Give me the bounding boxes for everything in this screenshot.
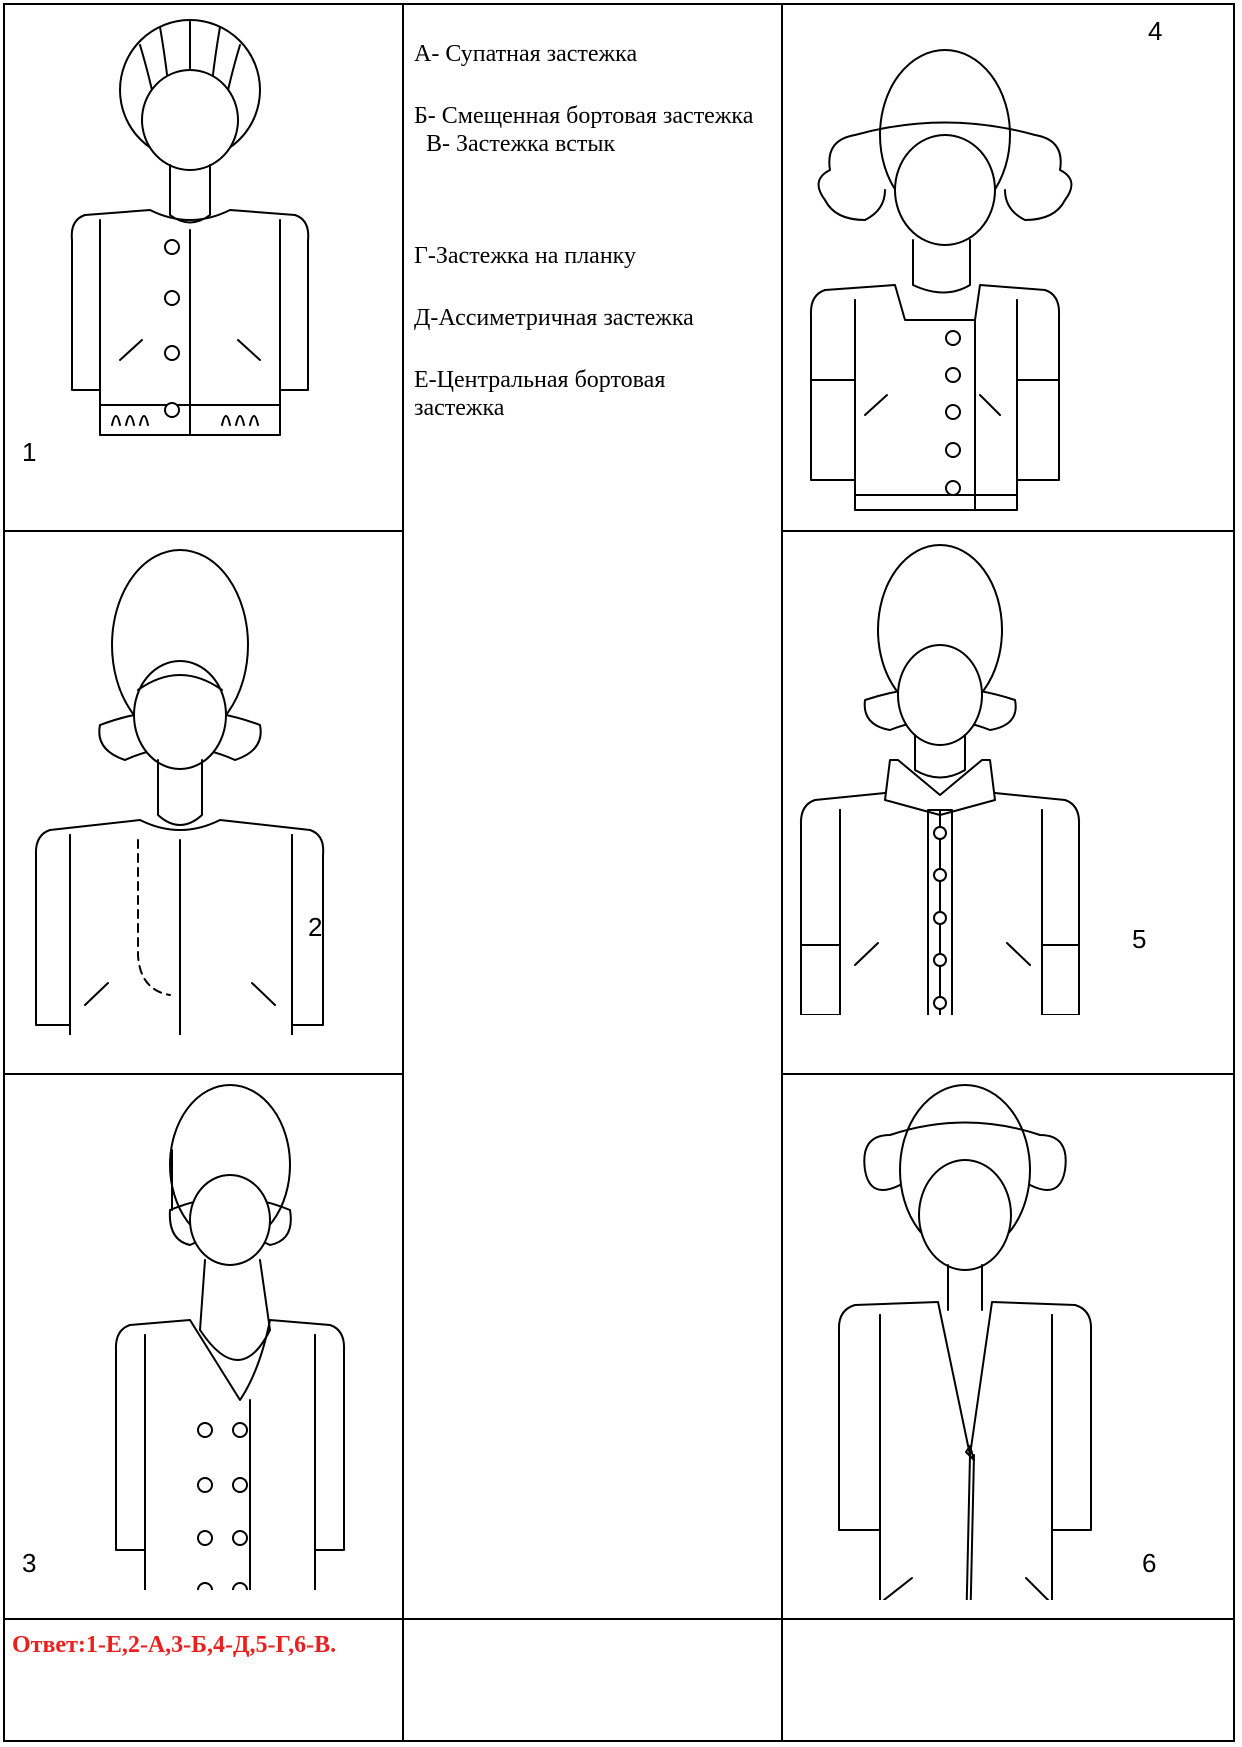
figure-1-number: 1 (22, 437, 36, 468)
table-border-bottom (3, 1740, 1235, 1742)
legend-item-e: Е-Центральная бортовая застежка (414, 366, 754, 422)
row-divider-left-1 (3, 530, 403, 532)
column-divider-1 (402, 3, 404, 1742)
row-divider-left-2 (3, 1073, 403, 1075)
closure-types-legend: А- Супатная застежка Б- Смещенная бортов… (414, 40, 754, 422)
legend-item-v: В- Застежка встык (426, 130, 754, 158)
figure-5-number: 5 (1132, 924, 1146, 955)
table-border-left (3, 3, 5, 1742)
legend-item-d: Д-Ассиметричная застежка (414, 304, 754, 332)
row-divider-right-1 (782, 530, 1235, 532)
column-divider-2 (781, 3, 783, 1742)
figure-3-number: 3 (22, 1548, 36, 1579)
figure-3-jacket (100, 1080, 360, 1590)
figure-1-jacket (60, 15, 310, 455)
figure-6-jacket (820, 1080, 1110, 1600)
figure-4-number: 4 (1148, 16, 1162, 47)
legend-item-b: Б- Смещенная бортовая застежка (414, 102, 754, 130)
figure-4-jacket (795, 40, 1085, 520)
table-border-top (3, 3, 1235, 5)
legend-item-a: А- Супатная застежка (414, 40, 754, 68)
figure-5-jacket (790, 535, 1090, 1015)
figure-2-number: 2 (308, 912, 322, 943)
figure-2-jacket (30, 535, 330, 1035)
answer-text: Ответ:1-Е,2-А,3-Б,4-Д,5-Г,6-В. (12, 1630, 402, 1660)
figure-6-number: 6 (1142, 1548, 1156, 1579)
legend-item-g: Г-Застежка на планку (414, 242, 754, 270)
table-border-right (1233, 3, 1235, 1742)
row-divider-answer (3, 1618, 1235, 1620)
row-divider-right-2 (782, 1073, 1235, 1075)
